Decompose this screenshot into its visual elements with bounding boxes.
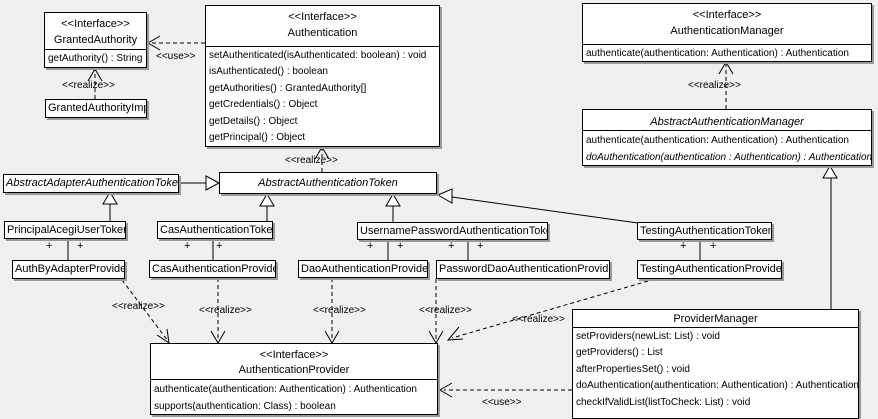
class-principal-acegi-user-token[interactable]: PrincipalAcegiUserToken xyxy=(4,221,126,239)
edge-generalize-testing-token xyxy=(436,188,639,224)
class-dao-authentication-provider[interactable]: DaoAuthenticationProvider xyxy=(298,260,428,278)
method: doAuthentication(authentication: Authent… xyxy=(576,380,858,392)
class-name: PrincipalAcegiUserToken xyxy=(7,224,126,236)
class-name: AuthByAdapterProvider xyxy=(15,263,125,275)
multiplicity-label: + xyxy=(397,240,404,252)
method: getProviders() : List xyxy=(576,347,663,359)
multiplicity-label: + xyxy=(46,240,53,252)
edge-generalize-provider-manager xyxy=(822,165,838,309)
method: setAuthenticated(isAuthenticated: boolea… xyxy=(209,50,427,61)
method: getDetails() : Object xyxy=(209,115,298,127)
edge-label-use: <<use>> xyxy=(482,397,522,408)
multiplicity-label: + xyxy=(448,240,455,252)
edge-realize-abstract-token xyxy=(314,146,330,172)
multiplicity-label: + xyxy=(77,240,84,252)
class-name: AbstractAuthenticationToken xyxy=(258,177,398,189)
method: isAuthenticated() : boolean xyxy=(209,66,328,78)
stereotype: <<Interface>> xyxy=(288,11,357,23)
class-authentication[interactable]: <<Interface>> Authentication setAuthenti… xyxy=(205,5,440,147)
class-granted-authority[interactable]: <<Interface>> GrantedAuthority getAuthor… xyxy=(44,12,147,68)
stereotype: <<Interface>> xyxy=(692,9,762,21)
class-authentication-provider[interactable]: <<Interface>> AuthenticationProvider aut… xyxy=(150,343,438,415)
method: authenticate(authentication: Authenticat… xyxy=(586,48,849,59)
method: getAuthority() : String xyxy=(48,53,143,64)
edge-generalize-usernamepassword-token xyxy=(385,193,401,222)
class-cas-authentication-provider[interactable]: CasAuthenticationProvider xyxy=(149,260,276,278)
class-name: TestingAuthenticationProvider xyxy=(640,263,782,275)
class-name: AuthenticationProvider xyxy=(238,364,350,376)
edge-use-grantedauthority xyxy=(147,35,205,51)
method: getAuthorities() : GrantedAuthority[] xyxy=(209,82,367,94)
method: authenticate(authentication: Authenticat… xyxy=(586,135,849,146)
class-password-dao-authentication-provider[interactable]: PasswordDaoAuthenticationProvider xyxy=(436,260,610,279)
edge-label-realize: <<realize>> xyxy=(419,305,472,316)
edge-label-realize: <<realize>> xyxy=(62,80,115,91)
edge-generalize-principal-token xyxy=(102,191,118,221)
class-cas-authentication-token[interactable]: CasAuthenticationToken xyxy=(157,221,273,239)
edge-realize-testing-provider xyxy=(446,280,649,341)
class-name: GrantedAuthorityImpl xyxy=(48,102,147,114)
class-abstract-authentication-token[interactable]: AbstractAuthenticationToken xyxy=(219,172,437,194)
class-name: CasAuthenticationProvider xyxy=(152,263,276,275)
class-name: AuthenticationManager xyxy=(670,25,784,37)
edge-use-authenticationprovider xyxy=(439,382,572,398)
edge-label-realize: <<realize>> xyxy=(313,305,366,316)
edge-label-realize: <<realize>> xyxy=(199,305,252,316)
class-name: CasAuthenticationToken xyxy=(160,224,273,236)
multiplicity-label: + xyxy=(710,240,717,252)
class-name: DaoAuthenticationProvider xyxy=(301,263,428,275)
class-name: GrantedAuthority xyxy=(53,34,138,46)
stereotype: <<Interface>> xyxy=(61,18,130,30)
class-name: AbstractAuthenticationManager xyxy=(650,116,804,128)
edge-realize-abstract-manager xyxy=(718,61,734,109)
class-name: Authentication xyxy=(287,27,358,39)
class-name: ProviderManager xyxy=(673,313,758,325)
class-username-password-authentication-token[interactable]: UsernamePasswordAuthenticationToken xyxy=(357,222,548,240)
multiplicity-label: + xyxy=(477,240,484,252)
edge-label-use: <<use>> xyxy=(156,51,196,62)
edge-label-realize: <<realize>> xyxy=(512,314,565,325)
method: setProviders(newList: List) : void xyxy=(576,331,720,342)
class-name: PasswordDaoAuthenticationProvider xyxy=(439,263,610,275)
class-testing-authentication-provider[interactable]: TestingAuthenticationProvider xyxy=(637,260,782,279)
class-testing-authentication-token[interactable]: TestingAuthenticationToken xyxy=(637,222,772,240)
method: getCredentials() : Object xyxy=(209,99,318,111)
edge-realize-grantedauthorityimpl xyxy=(87,68,103,99)
class-abstract-authentication-manager[interactable]: AbstractAuthenticationManager authentica… xyxy=(582,109,872,166)
edge-generalize-cas-token xyxy=(259,193,275,221)
multiplicity-label: + xyxy=(367,240,374,252)
edge-label-realize: <<realize>> xyxy=(112,301,165,312)
multiplicity-label: + xyxy=(680,240,687,252)
stereotype: <<Interface>> xyxy=(259,349,329,361)
method: supports(authentication: Class) : boolea… xyxy=(154,401,336,413)
method: authenticate(authentication: Authenticat… xyxy=(154,384,417,395)
method: afterPropertiesSet() : void xyxy=(576,363,690,375)
method: doAuthentication(authentication : Authen… xyxy=(586,152,871,164)
multiplicity-label: + xyxy=(184,240,191,252)
edge-label-realize: <<realize>> xyxy=(285,155,338,166)
multiplicity-label: + xyxy=(216,240,223,252)
method: getPrincipal() : Object xyxy=(209,131,306,143)
class-name: AbstractAdapterAuthenticationToken xyxy=(6,177,179,189)
edge-generalize-adapter-token xyxy=(179,175,221,191)
class-provider-manager[interactable]: ProviderManager setProviders(newList: Li… xyxy=(572,309,859,419)
class-name: TestingAuthenticationToken xyxy=(640,225,772,237)
method: checkIfValidList(listToCheck: List) : vo… xyxy=(576,396,751,408)
class-granted-authority-impl[interactable]: GrantedAuthorityImpl xyxy=(45,99,147,118)
class-name: UsernamePasswordAuthenticationToken xyxy=(360,225,548,237)
class-authentication-manager[interactable]: <<Interface>> AuthenticationManager auth… xyxy=(582,3,872,62)
edge-label-realize: <<realize>> xyxy=(688,80,741,91)
class-auth-by-adapter-provider[interactable]: AuthByAdapterProvider xyxy=(12,260,125,279)
class-abstract-adapter-authentication-token[interactable]: AbstractAdapterAuthenticationToken xyxy=(3,174,179,193)
